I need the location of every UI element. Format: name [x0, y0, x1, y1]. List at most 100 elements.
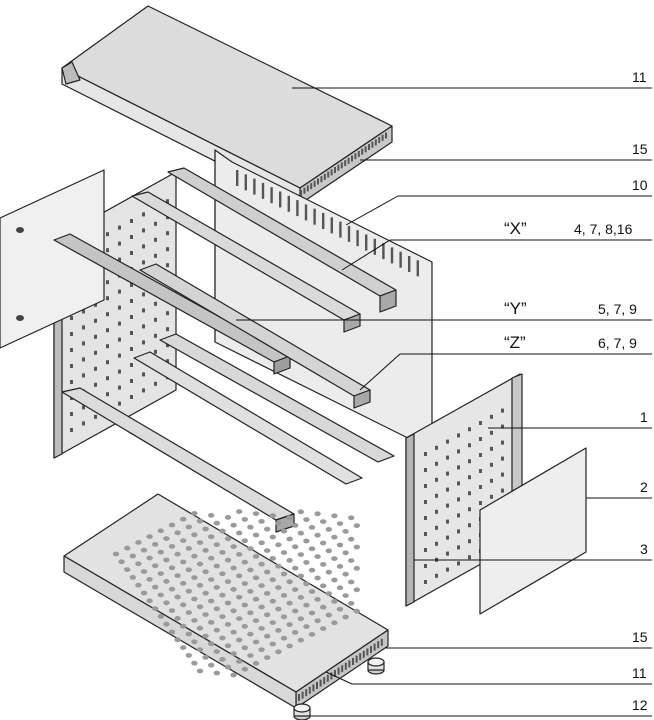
hole-mark	[82, 309, 85, 314]
hole-mark	[501, 408, 504, 413]
hole-mark	[457, 497, 460, 502]
hole-mark	[364, 146, 367, 153]
hole-mark	[241, 645, 248, 651]
hole-mark	[196, 583, 204, 588]
hole-mark	[191, 575, 198, 580]
hole-mark	[353, 566, 360, 571]
hole-mark	[337, 667, 340, 675]
hole-mark	[501, 488, 504, 493]
hole-mark	[180, 538, 187, 543]
hole-mark	[269, 620, 276, 625]
hole-mark	[252, 596, 260, 602]
hole-mark	[297, 509, 304, 515]
hole-mark	[118, 385, 121, 390]
hole-mark	[342, 529, 349, 534]
hole-mark	[308, 686, 311, 694]
hole-mark	[424, 500, 427, 504]
hole-mark	[154, 381, 157, 386]
hole-mark	[154, 317, 157, 322]
hole-mark	[202, 590, 209, 596]
hole-mark	[320, 176, 323, 183]
hole-mark	[247, 567, 254, 573]
hole-mark	[424, 516, 427, 520]
callout-y: “Y”	[504, 299, 527, 318]
hole-mark	[202, 548, 209, 553]
hole-mark	[230, 565, 237, 571]
hole-mark	[308, 525, 316, 530]
hole-mark	[247, 524, 254, 530]
callout-z-parts: 6, 7, 9	[598, 335, 637, 351]
hole-mark	[142, 308, 145, 313]
hole-mark	[501, 424, 504, 429]
callout-y-parts: 5, 7, 9	[598, 301, 637, 317]
hole-mark	[342, 614, 349, 620]
hole-mark	[334, 670, 336, 677]
hole-mark	[196, 668, 204, 674]
hole-mark	[142, 292, 145, 297]
hole-mark	[322, 213, 325, 229]
hole-mark	[326, 674, 329, 682]
hole-mark	[336, 564, 344, 569]
hole-mark	[301, 691, 304, 699]
hole-mark	[130, 347, 133, 351]
hole-mark	[446, 535, 449, 540]
hole-mark	[297, 573, 304, 579]
hole-mark	[446, 551, 449, 556]
hole-mark	[468, 427, 471, 432]
hole-mark	[130, 299, 133, 303]
hole-mark	[269, 598, 276, 604]
hole-mark	[435, 525, 438, 530]
hole-mark	[325, 527, 332, 532]
hole-mark	[280, 550, 288, 555]
hole-mark	[224, 622, 232, 627]
hole-mark	[152, 584, 159, 590]
hole-mark	[236, 616, 243, 621]
hole-mark	[130, 395, 133, 399]
hole-mark	[180, 623, 187, 629]
hole-mark	[490, 494, 493, 499]
hole-mark	[130, 315, 133, 319]
hole-mark	[208, 513, 215, 518]
hole-mark	[180, 602, 187, 608]
hole-mark	[202, 655, 209, 660]
hole-mark	[168, 522, 176, 528]
hole-mark	[399, 251, 402, 268]
hole-mark	[191, 553, 198, 559]
hole-mark	[142, 388, 145, 393]
hole-mark	[354, 153, 357, 160]
hole-mark	[286, 536, 293, 542]
hole-mark	[157, 592, 164, 598]
hole-mark	[163, 600, 170, 606]
hole-mark	[166, 343, 169, 348]
hole-mark	[166, 199, 169, 204]
hole-mark	[336, 521, 344, 526]
hole-mark	[241, 666, 248, 672]
hole-mark	[118, 289, 121, 294]
hole-mark	[269, 534, 276, 540]
hole-mark	[94, 334, 97, 339]
hole-mark	[378, 137, 381, 144]
hole-mark	[106, 376, 109, 381]
hole-mark	[331, 577, 338, 583]
callout-15-bottom: 15	[632, 629, 648, 645]
hole-mark	[348, 536, 355, 542]
hole-mark	[154, 221, 157, 226]
hole-mark	[468, 507, 471, 512]
hole-mark	[166, 263, 169, 268]
hole-mark	[424, 532, 427, 536]
hole-mark	[303, 602, 310, 608]
hole-mark	[258, 519, 265, 524]
hole-mark	[236, 573, 243, 579]
hole-mark	[241, 559, 248, 565]
hole-mark	[342, 571, 349, 577]
hole-mark	[146, 598, 153, 604]
hole-mark	[446, 567, 449, 572]
hole-mark	[468, 459, 471, 464]
hole-mark	[185, 546, 192, 551]
hole-mark	[424, 564, 427, 568]
hole-mark	[275, 542, 282, 548]
hole-mark	[468, 491, 471, 496]
hole-mark	[168, 544, 176, 549]
hole-mark	[191, 511, 198, 516]
